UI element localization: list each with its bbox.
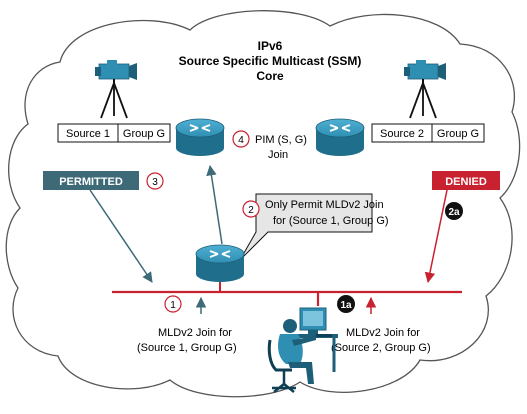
join-1-badge-text: 1: [170, 300, 176, 311]
join-2-badge-text: 1a: [340, 300, 352, 311]
permitted-badge: [146, 172, 164, 190]
source-1-box: Source 1 Group G: [57, 123, 171, 143]
pim-line-1: PIM (S, G): [255, 134, 307, 146]
denied-badge-text: 2a: [448, 207, 460, 218]
callout-bubble: [239, 193, 373, 261]
denied-label: [432, 171, 500, 190]
camera-icon: [404, 60, 446, 119]
pim-badge-text: 4: [238, 135, 244, 146]
router-icon: [175, 118, 225, 156]
pim-badge: [232, 130, 250, 148]
title-line-2: Source Specific Multicast (SSM): [179, 54, 362, 68]
router-icon: [315, 118, 365, 156]
join-1-line-2: (Source 1, Group G): [137, 342, 237, 354]
denied-arrow: [424, 189, 448, 284]
permitted-text: PERMITTED: [59, 176, 123, 188]
pim-join-arrow: [206, 164, 223, 245]
callout-line-2: for (Source 1, Group G): [273, 215, 389, 227]
denied-badge: [445, 202, 463, 220]
denied-text: DENIED: [445, 176, 487, 188]
router-icon: [195, 244, 245, 282]
title-line-3: Core: [256, 69, 284, 83]
camera-icon: [95, 60, 137, 119]
callout-badge-text: 2: [248, 205, 254, 216]
join-2-line-1: MLDv2 Join for: [346, 327, 420, 339]
join-2-badge: [337, 295, 355, 313]
join-2-line-2: (Source 2, Group G): [331, 342, 431, 354]
source-2-group: Group G: [437, 128, 479, 140]
permitted-badge-text: 3: [152, 177, 158, 188]
join-1-badge: [164, 295, 182, 313]
source-1-group: Group G: [123, 128, 165, 140]
callout-badge: [242, 200, 260, 218]
source-1-label: Source 1: [66, 128, 110, 140]
join-1-line-1: MLDv2 Join for: [158, 327, 232, 339]
pim-line-2: Join: [268, 149, 288, 161]
user-workstation-icon: [267, 307, 338, 393]
callout-line-1: Only Permit MLDv2 Join: [265, 199, 384, 211]
source-2-label: Source 2: [380, 128, 424, 140]
source-2-box: Source 2 Group G: [371, 123, 485, 143]
permitted-label: [43, 171, 139, 190]
permitted-arrow: [89, 189, 153, 283]
title-line-1: IPv6: [258, 39, 283, 53]
